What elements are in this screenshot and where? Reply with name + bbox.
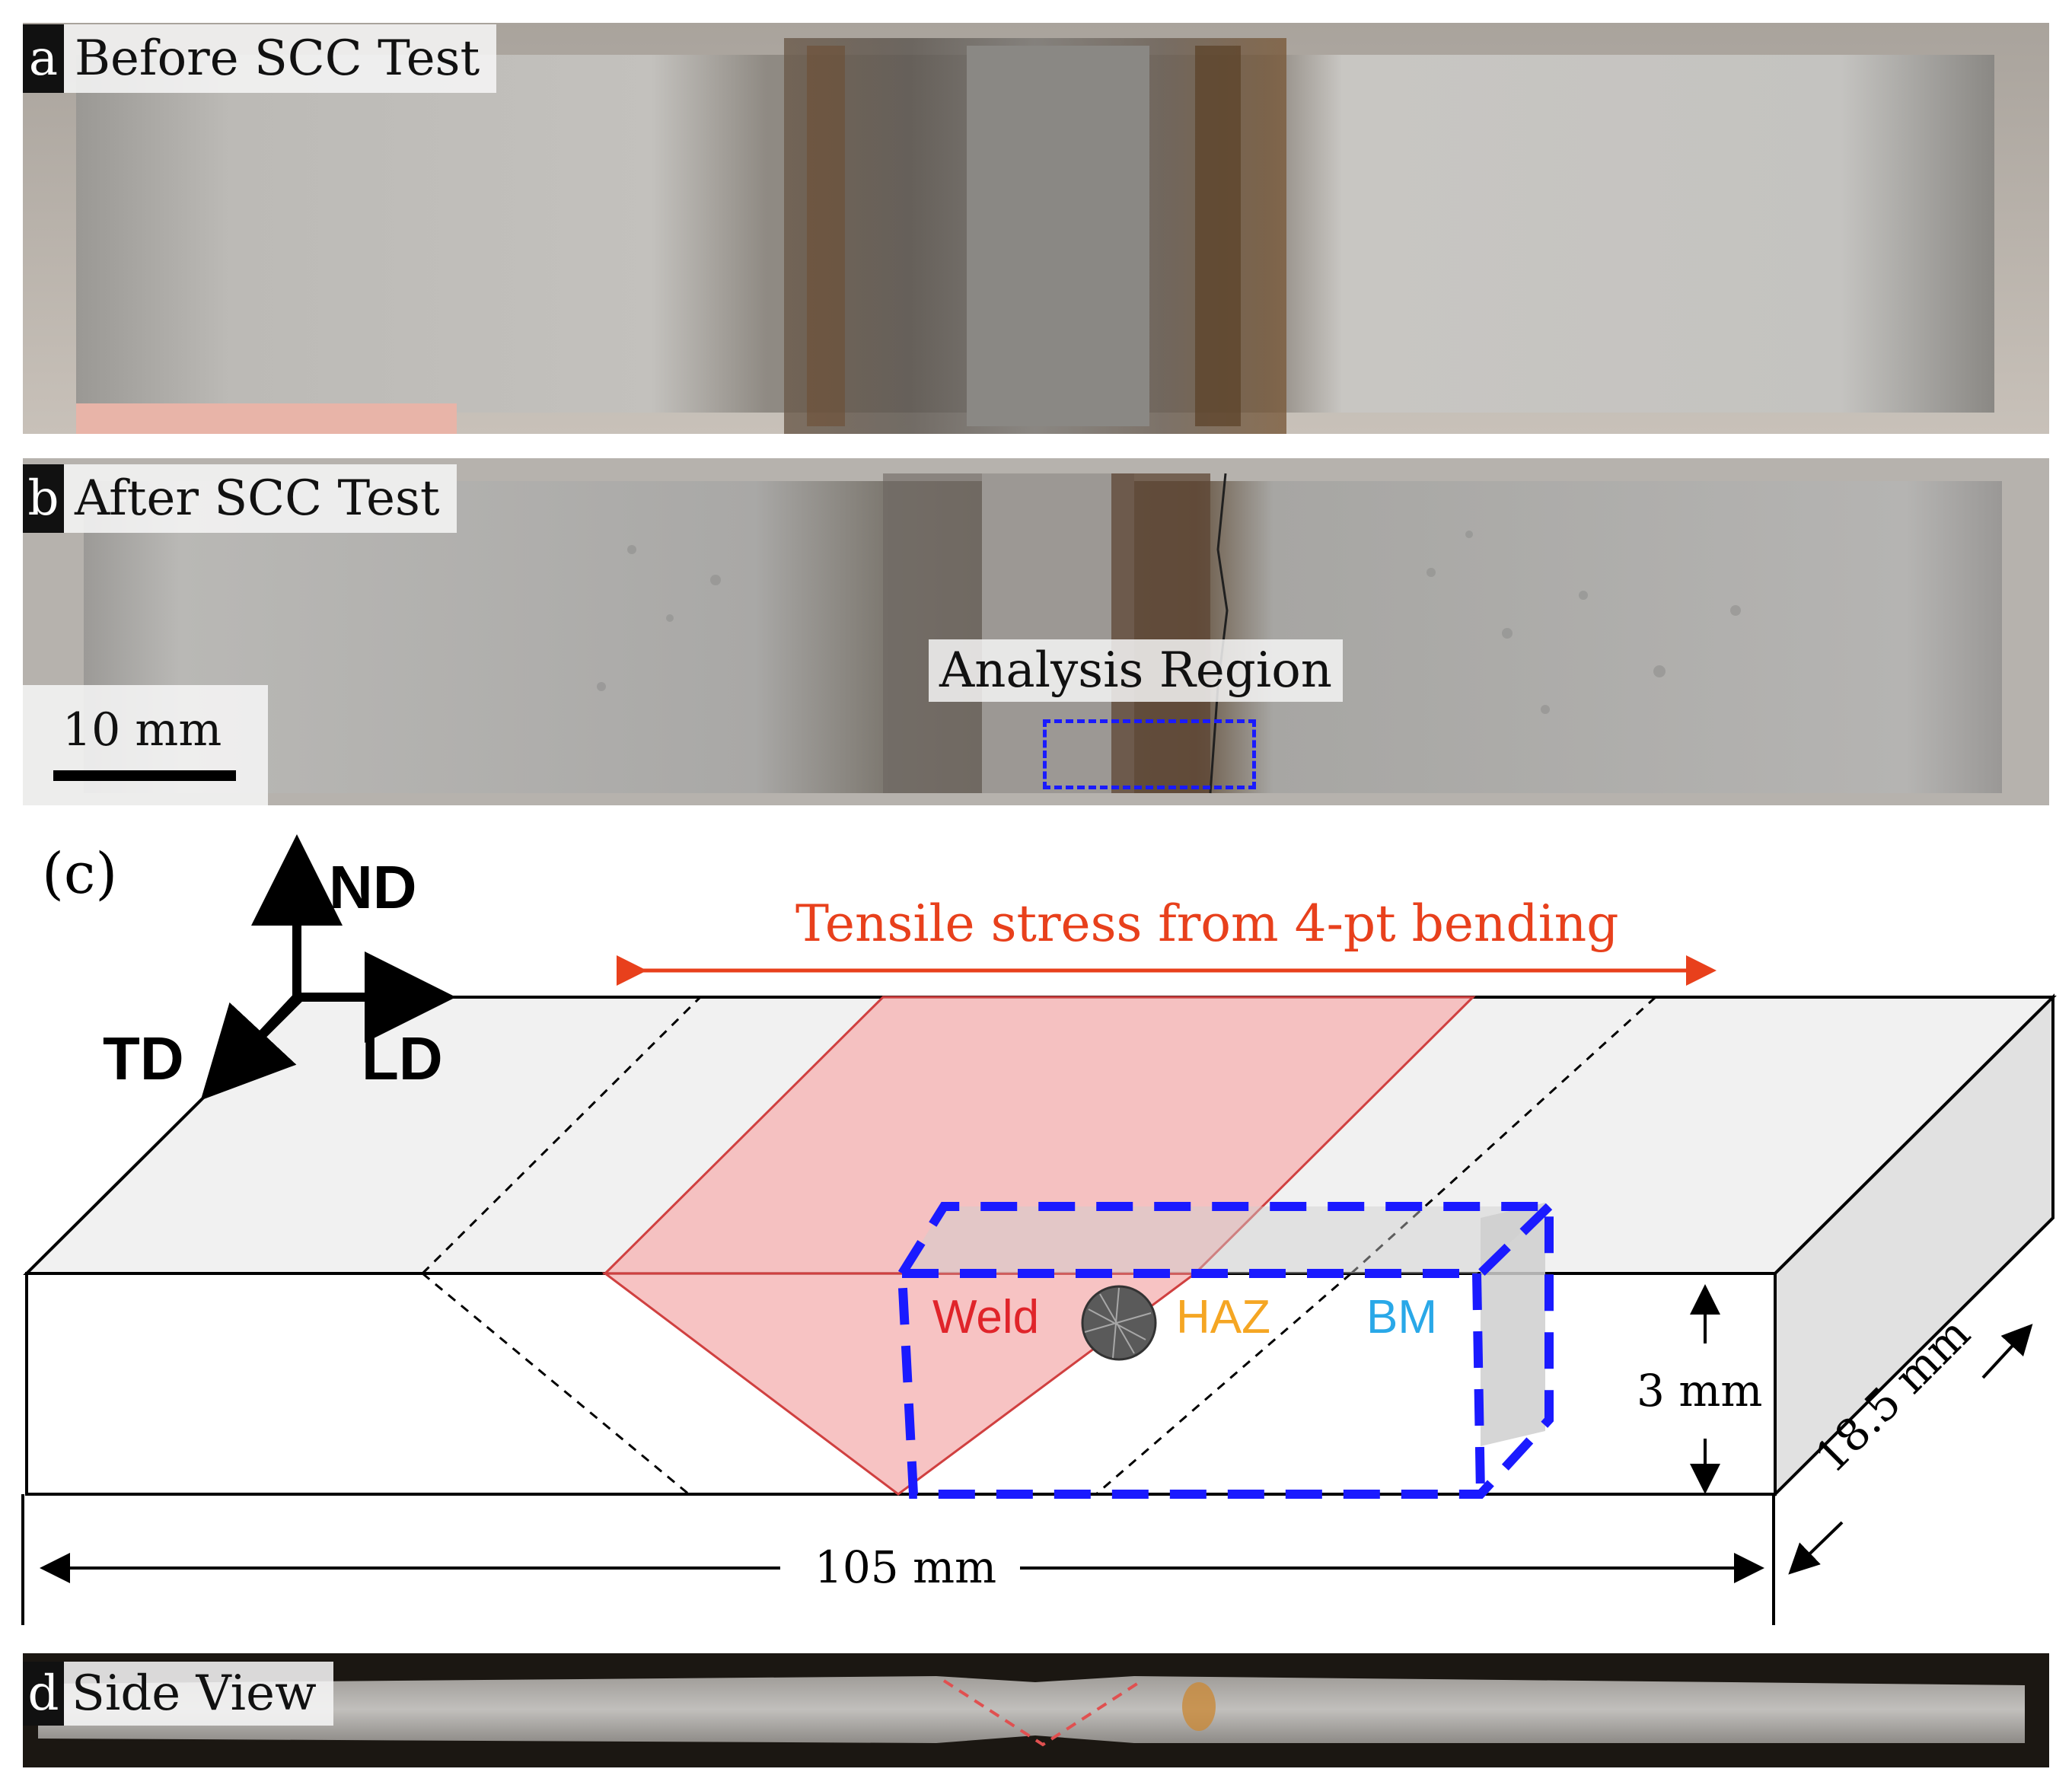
haz-right-line-front bbox=[1095, 1272, 1352, 1496]
nd-axis-label: ND bbox=[329, 853, 417, 921]
width-arrow-upper bbox=[1981, 1324, 2033, 1379]
haz-left-line-front bbox=[422, 1272, 690, 1496]
td-axis-arrow bbox=[200, 993, 301, 1101]
panel-letter-d: d bbox=[23, 1662, 64, 1726]
bm-zone-label: BM bbox=[1366, 1291, 1437, 1343]
panel-d-title: Side View bbox=[64, 1662, 333, 1726]
haz-right-line-top bbox=[1350, 996, 1657, 1275]
specimen-schematic: (c) ND TD LD Tensile stress from 4-pt be… bbox=[0, 811, 2072, 1640]
panel-letter-c: (c) bbox=[42, 841, 118, 907]
panel-d-label: d Side View bbox=[23, 1662, 333, 1726]
length-label: 105 mm bbox=[814, 1541, 997, 1593]
panel-a-label: a Before SCC Test bbox=[23, 24, 497, 93]
panel-a-title: Before SCC Test bbox=[64, 24, 497, 93]
analysis-region-edge-top bbox=[1477, 1203, 1553, 1277]
photo-after-scc bbox=[23, 458, 2049, 805]
stress-label: Tensile stress from 4-pt bending bbox=[795, 894, 1619, 953]
ld-axis-label: LD bbox=[362, 1025, 443, 1092]
scale-bar-label: 10 mm bbox=[62, 703, 222, 757]
width-arrow-lower bbox=[1788, 1521, 1844, 1575]
scale-bar-panel: 10 mm bbox=[23, 685, 268, 805]
analysis-region-label: Analysis Region bbox=[929, 639, 1343, 702]
analysis-region-edge bbox=[1472, 1273, 1485, 1495]
panel-letter-a: a bbox=[23, 24, 64, 93]
td-axis-label: TD bbox=[103, 1025, 184, 1092]
weld-front-region bbox=[601, 1272, 1199, 1496]
analysis-region-3d bbox=[897, 1202, 1554, 1499]
photo-before-scc bbox=[23, 23, 2049, 434]
analysis-region-box bbox=[1043, 719, 1256, 789]
panel-b-title: After SCC Test bbox=[64, 464, 457, 533]
thickness-label: 3 mm bbox=[1637, 1365, 1763, 1417]
weld-zone-label: Weld bbox=[932, 1291, 1040, 1343]
analysis-region-top bbox=[902, 1206, 1549, 1273]
panel-b-label: b After SCC Test bbox=[23, 464, 457, 533]
scale-bar-line bbox=[53, 770, 236, 781]
photo-side-view bbox=[23, 1653, 2049, 1767]
panel-letter-b: b bbox=[23, 464, 64, 533]
haz-zone-label: HAZ bbox=[1176, 1291, 1270, 1343]
haz-left-line-top bbox=[421, 996, 702, 1275]
